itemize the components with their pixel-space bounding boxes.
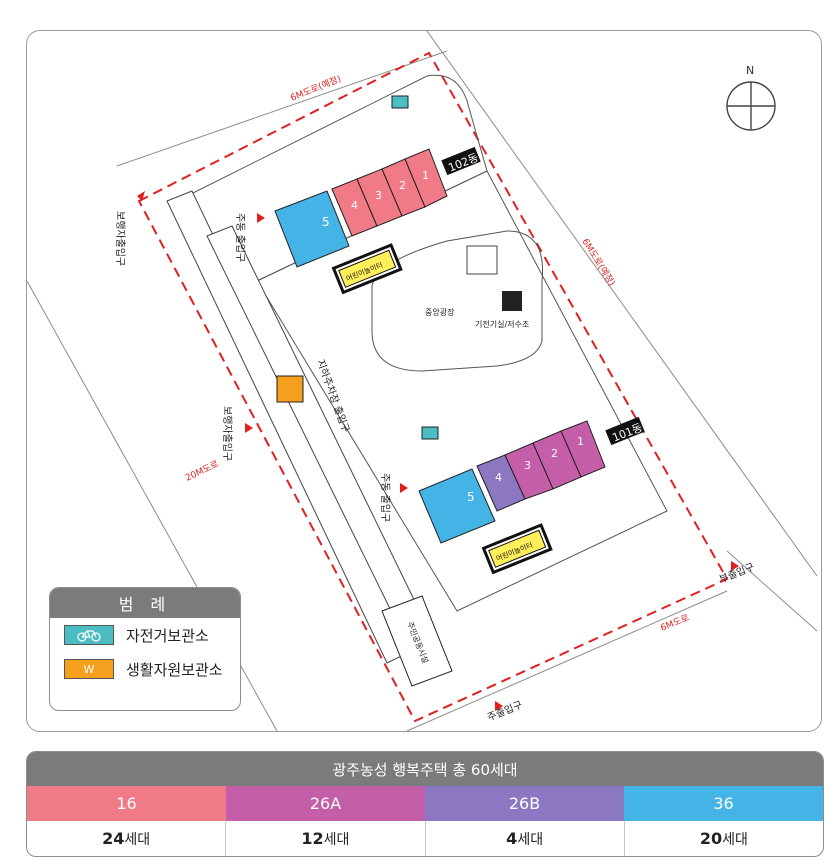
count-number: 4 (506, 829, 518, 848)
site-map: 5 4 3 2 1 102동 5 4 3 2 1 101동 중앙광 (26, 30, 822, 732)
building-101: 5 4 3 2 1 101동 (418, 416, 645, 544)
type-cell-26a: 26A (226, 786, 425, 821)
building-102: 5 4 3 2 1 102동 (274, 146, 481, 268)
count-unit: 세대 (323, 831, 350, 848)
waste-swatch: W (64, 659, 114, 679)
type-cell-16: 16 (27, 786, 226, 821)
central-plaza: 중앙광장 기전기실/저수조 (425, 245, 529, 329)
count-unit: 세대 (124, 831, 151, 848)
entrance-label: 주동 출입구 (379, 473, 392, 522)
playground-2: 어린이놀이터 (481, 523, 553, 575)
count-unit: 세대 (517, 831, 544, 848)
bike-storage-marker (391, 95, 409, 109)
playground-1: 어린이놀이터 (331, 243, 403, 295)
entrance-arrows (137, 191, 739, 711)
count-number: 12 (301, 829, 324, 848)
unit-label: 2 (399, 179, 406, 192)
bicycle-icon-graphic (77, 630, 101, 642)
waste-storage-marker (276, 375, 304, 403)
legend-title: 범 례 (50, 588, 240, 618)
count-unit: 세대 (722, 831, 748, 848)
legend-item-bike: 자전거보관소 (50, 618, 240, 652)
waste-swatch-text: W (83, 662, 95, 676)
community-center: 주민공동시설 (381, 595, 453, 687)
unit-label: 5 (467, 490, 475, 504)
summary-type-row: 16 26A 26B 36 (27, 786, 823, 821)
site-boundary (137, 51, 729, 723)
entrance-label: 주출입구 (485, 698, 524, 724)
unit-label: 5 (322, 215, 330, 229)
bicycle-icon (64, 625, 114, 645)
type-cell-26b: 26B (425, 786, 624, 821)
unit-label: 4 (351, 199, 358, 212)
legend-label: 자전거보관소 (126, 626, 209, 645)
unit-label: 3 (524, 459, 531, 472)
count-number: 24 (102, 829, 125, 848)
road-label: 20M도로 (184, 460, 221, 484)
entrance-label: 보행자출입구 (221, 406, 234, 461)
unit-label: 1 (422, 169, 429, 182)
summary-title: 광주농성 행복주택 총 60세대 (27, 752, 823, 786)
legend: 범 례 자전거보관소 W 생활자원보관소 (49, 587, 241, 711)
entrance-label: 보행자출입구 (114, 211, 127, 266)
compass: N (726, 64, 776, 131)
road-label: 6M도로 (659, 613, 691, 634)
unit-label: 2 (551, 447, 558, 460)
site-plan-drawing: 5 4 3 2 1 102동 5 4 3 2 1 101동 중앙광 (27, 31, 818, 731)
entrance-label: 주동 출입구 (234, 213, 247, 262)
road-label: 6M도로(예정) (579, 237, 617, 288)
unit-label: 4 (495, 471, 502, 484)
compass-north-label: N (746, 64, 754, 77)
bike-storage-marker (421, 426, 439, 440)
legend-label: 생활자원보관소 (126, 660, 223, 679)
unit-label: 1 (577, 435, 584, 448)
central-plaza-label: 중앙광장 (425, 307, 455, 317)
electrical-room-label: 기전기실/저수조 (475, 319, 529, 329)
legend-item-waste: W 생활자원보관소 (50, 652, 240, 686)
count-number: 20 (699, 829, 723, 848)
unit-label: 3 (375, 189, 382, 202)
type-cell-36: 36 (624, 786, 823, 821)
entrance-label: 부출입구 (717, 560, 756, 586)
street-lines (27, 31, 818, 731)
road-label: 6M도로(예정) (289, 73, 343, 103)
